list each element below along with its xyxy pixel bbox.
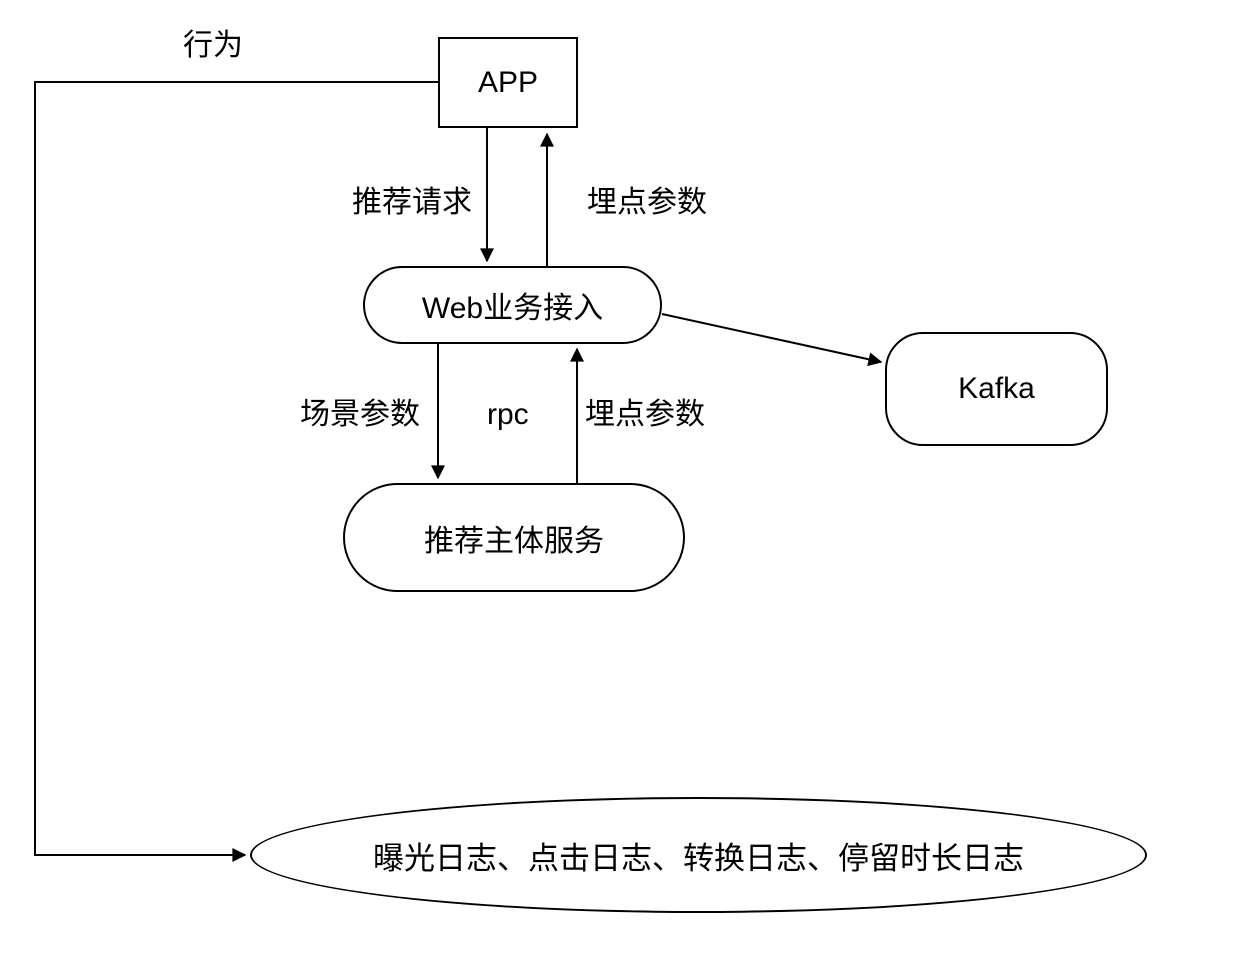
node-app: APP	[438, 37, 578, 128]
edge-web-to-kafka-line	[661, 313, 883, 367]
node-kafka: Kafka	[885, 332, 1108, 446]
node-web-access: Web业务接入	[363, 266, 662, 344]
edge-label-scene-params: 场景参数	[300, 398, 420, 431]
edge-label-recommend-request: 推荐请求	[352, 186, 472, 219]
edge-label-tracking-params-app: 埋点参数	[587, 186, 707, 219]
node-logs-ellipse: 曝光日志、点击日志、转换日志、停留时长日志	[250, 797, 1147, 913]
node-logs-label: 曝光日志、点击日志、转换日志、停留时长日志	[373, 840, 1024, 876]
node-recommend-service: 推荐主体服务	[343, 483, 685, 592]
edge-label-rpc: rpc	[487, 398, 529, 431]
node-web-access-label: Web业务接入	[421, 292, 604, 325]
edge-label-tracking-params-service: 埋点参数	[585, 398, 705, 431]
node-kafka-label: Kafka	[958, 372, 1035, 405]
edge-label-behavior: 行为	[183, 29, 243, 62]
edge-behavior-line	[34, 81, 438, 862]
node-recommend-service-label: 推荐主体服务	[424, 524, 604, 558]
node-app-label: APP	[477, 65, 539, 99]
